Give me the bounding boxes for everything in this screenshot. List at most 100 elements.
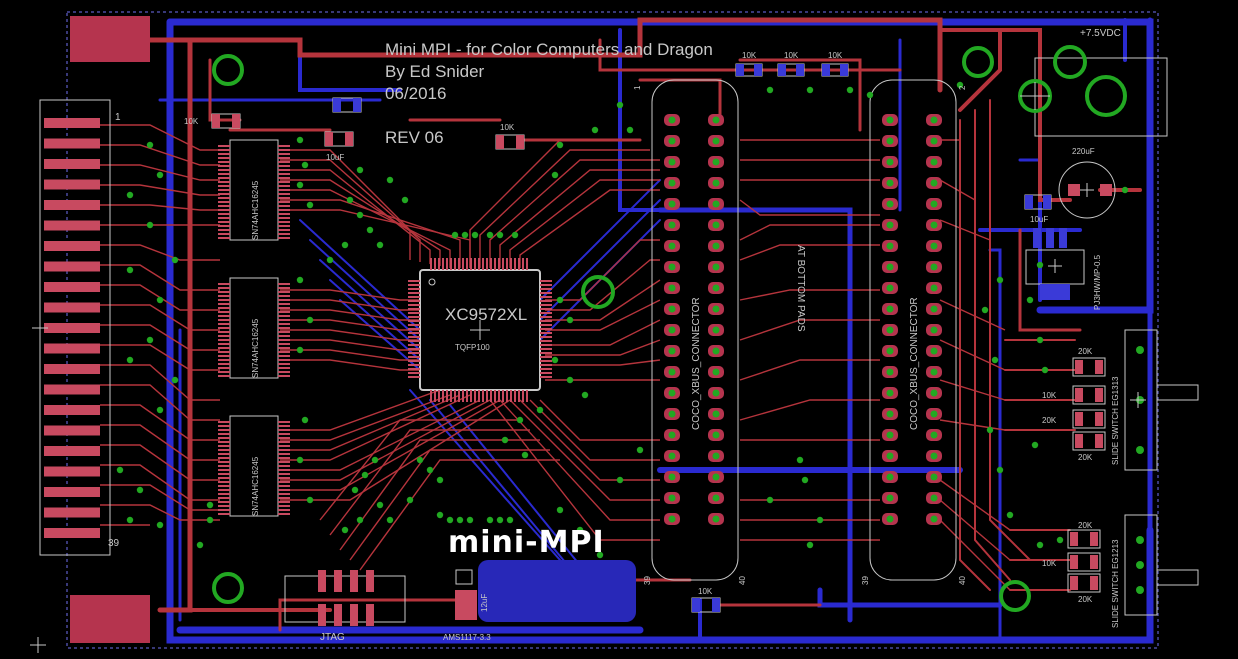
via — [341, 241, 349, 249]
ic-pin — [218, 303, 230, 305]
xbus-right-label: COCO_XBUS_CONNECTOR — [909, 297, 920, 430]
edge-finger — [44, 384, 100, 395]
via — [516, 416, 524, 424]
ic-pin — [278, 319, 290, 321]
pad-hole — [930, 116, 938, 124]
ic-pin — [466, 390, 468, 402]
ic-pin — [278, 291, 290, 293]
edge-finger — [44, 282, 100, 292]
ic-pin — [278, 287, 290, 289]
ic-pin — [278, 481, 290, 483]
via — [426, 466, 434, 474]
cpld-ic — [408, 258, 552, 402]
via — [626, 126, 634, 134]
ic-pin — [278, 461, 290, 463]
ic-pin — [218, 339, 230, 341]
via — [406, 496, 414, 504]
pad-hole — [886, 179, 894, 187]
pad-hole — [886, 137, 894, 145]
edge-finger — [44, 261, 100, 272]
ic-pin — [278, 433, 290, 435]
via — [766, 496, 774, 504]
ic-pin — [218, 485, 230, 487]
ic-pin — [278, 295, 290, 297]
ic-pin — [278, 225, 290, 227]
via — [556, 506, 564, 514]
pad-hole — [930, 452, 938, 460]
xbus-connector-right — [869, 79, 957, 581]
ic-pin — [218, 307, 230, 309]
ic-pin — [278, 201, 290, 203]
edge-mount-pad-bottom — [70, 595, 150, 643]
pad-hole — [886, 221, 894, 229]
pad-hole — [886, 389, 894, 397]
via — [436, 511, 444, 519]
ic-pin — [514, 258, 516, 270]
ic-pin — [218, 355, 230, 357]
card-edge-connector — [39, 16, 150, 643]
ic-pin — [278, 355, 290, 357]
edge-finger — [44, 138, 100, 149]
pad-hole — [930, 410, 938, 418]
ic-pin — [408, 372, 420, 374]
ic-pin — [540, 300, 552, 302]
ic-pin — [278, 217, 290, 219]
via — [471, 231, 479, 239]
resistor-sw2a-label: 20K — [1078, 521, 1093, 530]
pad-hole — [668, 221, 676, 229]
ic-pin — [506, 258, 508, 270]
ic-pin — [502, 258, 504, 270]
ic-pin — [278, 233, 290, 235]
edge-finger — [44, 405, 100, 415]
pad-hole — [930, 200, 938, 208]
via — [816, 516, 824, 524]
ic-pin — [408, 352, 420, 354]
ic-pin — [470, 258, 472, 270]
pad-hole — [712, 158, 720, 166]
pad-hole — [668, 452, 676, 460]
via — [436, 476, 444, 484]
via — [461, 231, 469, 239]
resistor-top-3 — [821, 63, 849, 77]
cap-220uf-label: 220uF — [1072, 147, 1095, 156]
pad-hole — [930, 284, 938, 292]
ic-pin — [218, 453, 230, 455]
ic-pin — [218, 315, 230, 317]
pad-hole — [668, 179, 676, 187]
pad-hole — [712, 305, 720, 313]
ic-pin — [540, 340, 552, 342]
power-jack — [1018, 45, 1168, 137]
via — [356, 166, 364, 174]
capacitor-220uf — [1058, 161, 1116, 219]
pad-hole — [930, 473, 938, 481]
pad-hole — [712, 221, 720, 229]
pad-hole — [886, 263, 894, 271]
ic-pin — [278, 477, 290, 479]
ic-pin — [540, 328, 552, 330]
edge-finger — [44, 364, 100, 374]
buffer-ic-u1 — [218, 139, 290, 241]
ic-pin — [278, 323, 290, 325]
ic-pin — [218, 157, 230, 159]
ic-pin — [408, 288, 420, 290]
via — [326, 256, 334, 264]
ic-pin — [278, 347, 290, 349]
via — [456, 516, 464, 524]
ic-pin — [278, 473, 290, 475]
resistor-mid — [495, 134, 525, 150]
ic-pin — [278, 237, 290, 239]
via — [566, 316, 574, 324]
ic-pin — [540, 344, 552, 346]
via — [366, 226, 374, 234]
via — [356, 211, 364, 219]
ic-pin — [278, 469, 290, 471]
cap-10uf-b — [324, 131, 354, 147]
ic-pin — [218, 461, 230, 463]
ic-pin — [218, 201, 230, 203]
xbus-connector-left — [651, 79, 739, 581]
ic-pin — [218, 367, 230, 369]
ic-pin — [454, 258, 456, 270]
cap-12uf — [455, 569, 473, 585]
pad-hole — [712, 116, 720, 124]
ic-pin — [278, 335, 290, 337]
